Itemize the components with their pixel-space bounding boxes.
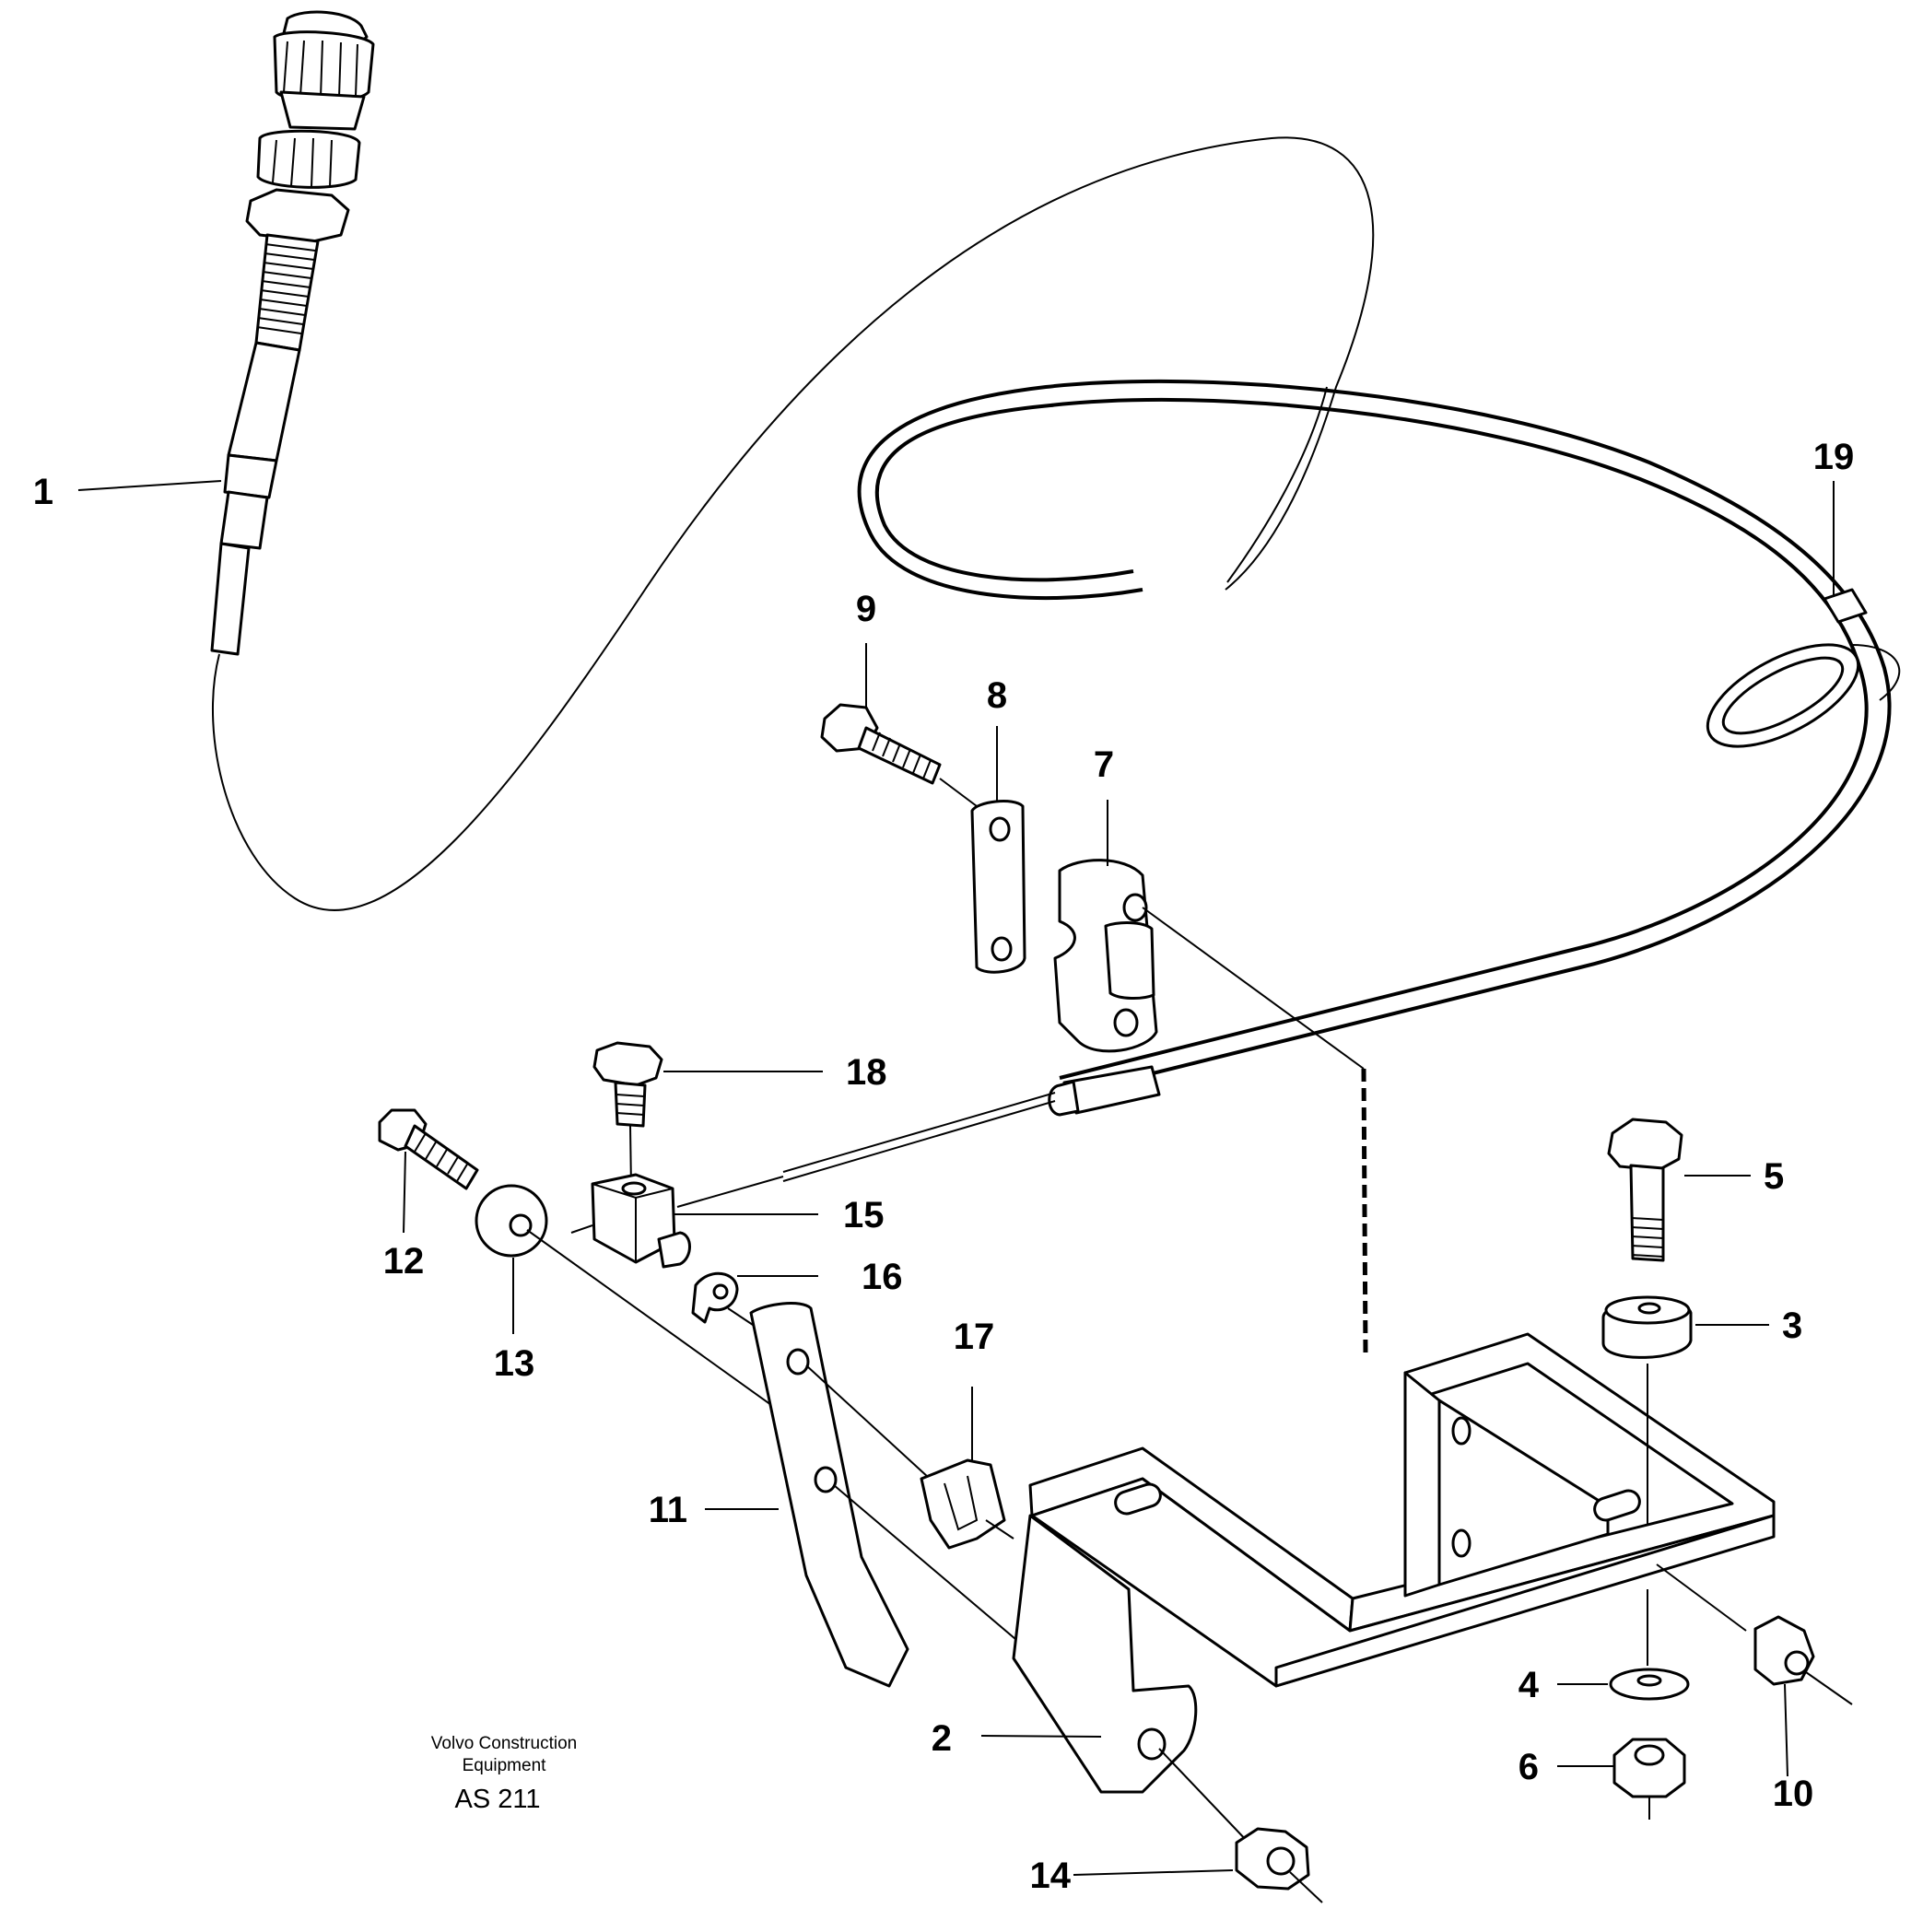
- callout-6: 6: [1518, 1747, 1539, 1787]
- cable-sheath: [857, 379, 1892, 1098]
- nut-6: [1612, 1738, 1686, 1820]
- swivel-block-15: [570, 1173, 691, 1269]
- spring-clip-17: [920, 1458, 1014, 1550]
- brand-line-1: Volvo Construction: [431, 1734, 577, 1753]
- callout-1: 1: [33, 472, 53, 512]
- callout-12: 12: [383, 1241, 425, 1282]
- washer-4: [1609, 1589, 1690, 1701]
- callout-8: 8: [987, 675, 1007, 716]
- bolt-18: [592, 1041, 663, 1189]
- callout-10: 10: [1773, 1774, 1814, 1814]
- callout-labels: 1 2 3 4 5 6 7 8 9 10 11 12 13 14 15 16 1…: [33, 437, 1855, 1896]
- inner-cable-wire: [212, 136, 1375, 911]
- callout-18: 18: [846, 1052, 887, 1093]
- callout-3: 3: [1782, 1306, 1802, 1346]
- bolt-12: [378, 1108, 479, 1190]
- lock-clip-16: [691, 1271, 756, 1328]
- leader-lines: [77, 480, 1835, 1876]
- brand-line-2: Equipment: [463, 1756, 547, 1775]
- bolt-5: [1607, 1118, 1683, 1262]
- callout-16: 16: [862, 1257, 903, 1297]
- washer-13: [475, 1184, 791, 1420]
- diagram-code: AS 211: [455, 1785, 541, 1814]
- footer: Volvo Construction Equipment AS 211: [431, 1734, 577, 1814]
- callout-17: 17: [954, 1317, 995, 1357]
- spacer-3: [1601, 1295, 1693, 1525]
- lever-11: [749, 1302, 1028, 1688]
- callout-19: 19: [1813, 437, 1855, 477]
- bracket-2: [1012, 1332, 1776, 1844]
- shank-threads: [256, 243, 316, 334]
- callout-13: 13: [494, 1343, 535, 1384]
- bolt-9: [820, 703, 978, 807]
- callout-2: 2: [932, 1718, 952, 1759]
- callout-11: 11: [649, 1490, 687, 1530]
- clamp-block-7: [1053, 859, 1365, 1070]
- cable-tie: [1706, 588, 1901, 748]
- cable-end-fitting: [676, 1065, 1161, 1208]
- clamp-plate-8: [970, 800, 1026, 974]
- callout-4: 4: [1518, 1665, 1540, 1705]
- callout-9: 9: [856, 589, 876, 629]
- nut-14: [1235, 1827, 1323, 1903]
- nut-10: [1656, 1563, 1853, 1705]
- alignment-dashed-line: [1361, 1068, 1368, 1355]
- callout-7: 7: [1094, 744, 1114, 785]
- callout-14: 14: [1030, 1856, 1072, 1896]
- callout-15: 15: [843, 1195, 885, 1235]
- callout-5: 5: [1764, 1156, 1784, 1197]
- control-cable-head: [210, 10, 375, 656]
